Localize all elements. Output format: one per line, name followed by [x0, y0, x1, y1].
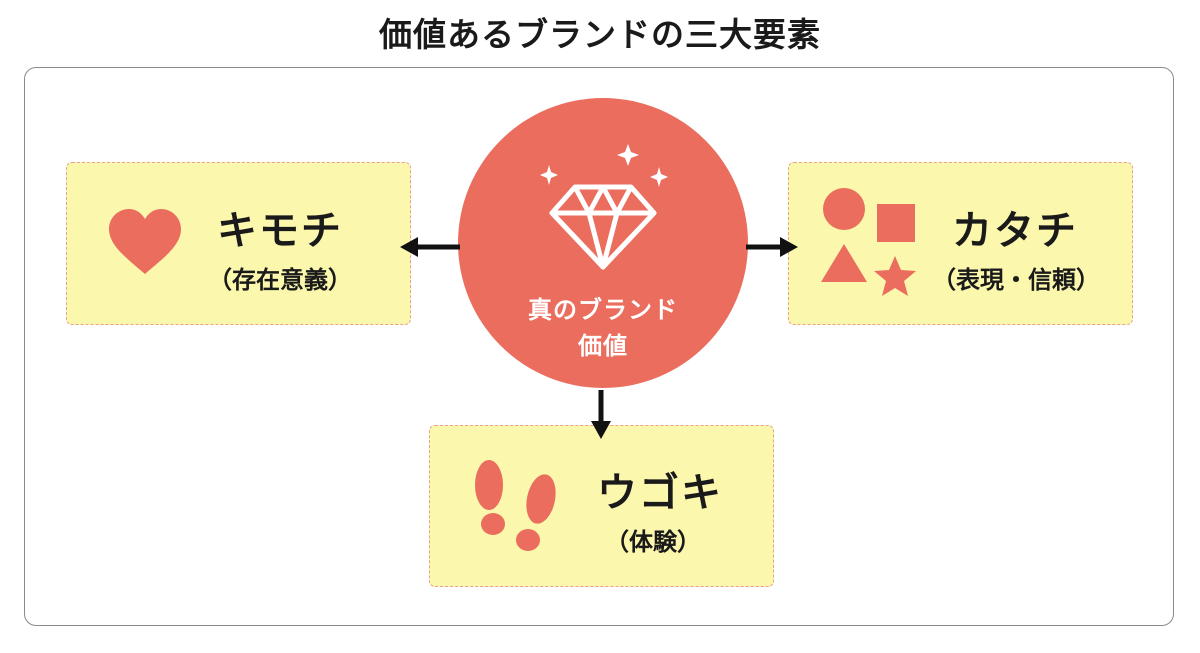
diagram-title: 価値あるブランドの三大要素 [379, 15, 821, 54]
shapes-icon [821, 188, 916, 296]
arrow-to-katachi [746, 237, 798, 257]
arrow-to-kimochi [400, 237, 460, 257]
right-shoe-print [516, 474, 556, 551]
core-label-line1: 真のブランド [528, 296, 678, 324]
sparkle-icon [540, 144, 668, 187]
katachi-title: カタチ [952, 208, 1078, 254]
core-value-circle [458, 98, 748, 388]
kimochi-title: キモチ [217, 208, 343, 254]
circle-shape [823, 188, 865, 230]
heart-icon [109, 209, 181, 274]
star-shape [874, 256, 916, 296]
core-label-line2: 価値 [578, 332, 628, 360]
diagram-frame [24, 67, 1174, 626]
ugoki-subtitle: （体験） [605, 528, 701, 556]
kimochi-subtitle: （存在意義） [208, 266, 352, 294]
left-shoe-print [475, 460, 505, 535]
ugoki-title: ウゴキ [597, 470, 723, 516]
triangle-shape [821, 244, 867, 282]
arrow-to-ugoki [591, 390, 611, 439]
diamond-icon [549, 184, 657, 270]
katachi-subtitle: （表現・信頼） [932, 266, 1100, 294]
footprints-icon [475, 460, 556, 551]
square-shape [877, 204, 915, 242]
